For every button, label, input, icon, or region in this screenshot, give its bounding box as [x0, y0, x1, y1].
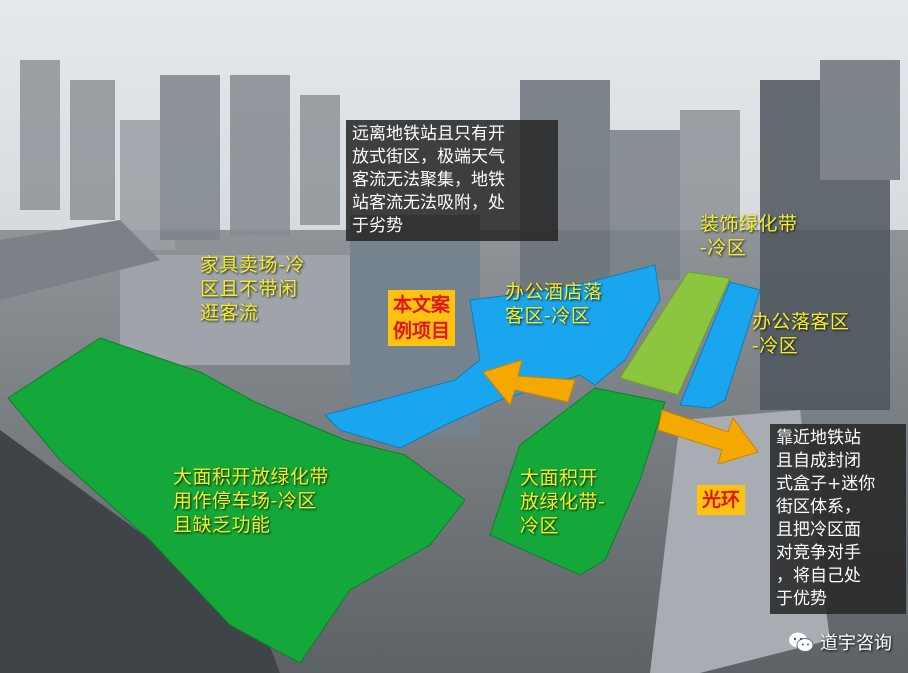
arrow-right	[657, 409, 759, 465]
watermark-text: 道宇咨询	[820, 633, 892, 654]
office-dropoff-label: 办公落客区 -冷区	[752, 311, 850, 357]
green-zone-left	[7, 337, 466, 664]
arrow-left	[482, 359, 576, 407]
big-green-left-label: 大面积开放绿化带 用作停车场-冷区 且缺乏功能	[173, 466, 330, 536]
project-tag: 本文案 例项目	[388, 290, 456, 346]
furniture-mall-label: 家具卖场-冷 区且不带闲 逛客流	[200, 254, 305, 324]
decor-green-label: 装饰绿化带 -冷区	[700, 213, 798, 259]
right-note: 靠近地铁站 且自成封闭 式盒子+迷你 街区体系， 且把冷区面 对竞争对手 ，将自…	[770, 424, 906, 614]
guanghuan-tag: 光环	[697, 485, 746, 515]
blue-zone-office-dropoff	[679, 281, 761, 409]
office-hotel-label: 办公酒店落 客区-冷区	[505, 281, 603, 327]
blue-zone-office-hotel	[324, 264, 661, 449]
big-green-right-label: 大面积开 放绿化带- 冷区	[520, 467, 606, 537]
top-note: 远离地铁站且只有开 放式街区，极端天气 客流无法聚集，地铁 站客流无法吸附，处 …	[346, 120, 558, 241]
watermark: 道宇咨询	[788, 629, 892, 655]
wechat-icon	[789, 632, 814, 652]
decor-green-zone	[619, 271, 731, 396]
